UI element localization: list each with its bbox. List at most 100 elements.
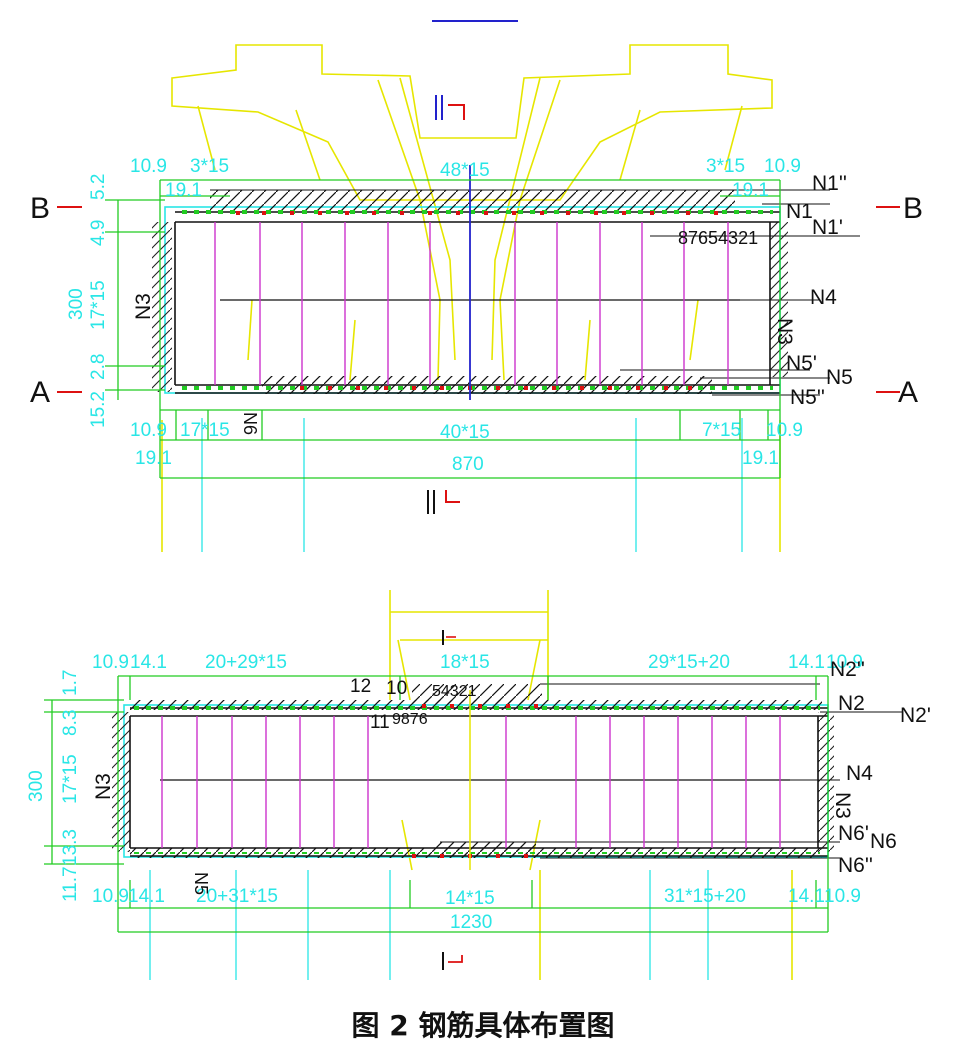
hatch-top-N2pp xyxy=(412,684,542,704)
hatch-top-N2 xyxy=(130,700,822,710)
green-dots-top xyxy=(175,210,773,218)
label-bar-9876: 9876 xyxy=(392,711,428,728)
hatch-left-N3-b xyxy=(112,712,130,852)
stirrups xyxy=(214,222,729,385)
dim-bot-1: 17*15 xyxy=(180,420,230,441)
b-dim-top-3: 18*15 xyxy=(440,652,490,673)
b-dim-left-1: 8.3 xyxy=(60,710,81,736)
dim-bot2-2: 19.1 xyxy=(742,448,779,469)
b-dim-bot2-0: 1230 xyxy=(450,912,492,933)
red-bar-dots-bottom xyxy=(412,704,538,858)
dim-left-0: 4.9 xyxy=(88,220,109,246)
b-dim-bot-0: 10.9 xyxy=(92,886,129,907)
label-N4: N4 xyxy=(810,286,837,309)
label-N1: N1 xyxy=(786,200,813,223)
label-bar-numbers: 87654321 xyxy=(678,228,758,248)
b-dim-bot-2: 20+31*15 xyxy=(196,886,278,907)
b-dim-top-1: 14.1 xyxy=(130,652,167,673)
label-N6-top: N6 xyxy=(240,412,260,435)
label-N1pp: N1'' xyxy=(812,172,847,195)
cyan-ref-lines-bottom xyxy=(149,870,709,980)
section-B-left: B xyxy=(30,192,50,225)
label-N3-left: N3 xyxy=(132,293,155,320)
bottom-view: 10.9 14.1 20+29*15 18*15 29*15+20 14.1 1… xyxy=(26,590,931,980)
b-dim-left-5: 11.7 xyxy=(60,866,81,902)
section-AB-ticks xyxy=(57,206,900,393)
label-N6p: N6' xyxy=(838,822,869,845)
label-bar-12: 12 xyxy=(350,676,371,697)
section-B-right: B xyxy=(903,192,923,225)
green-dots-bottom-b xyxy=(130,852,820,858)
hatch-top-N1pp xyxy=(210,190,735,212)
label-bar-10: 10 xyxy=(386,678,407,699)
green-dots-bottom xyxy=(175,384,773,392)
dim-bot-2: 40*15 xyxy=(440,422,490,443)
section-mark-bottom xyxy=(427,490,460,514)
label-N3-right: N3 xyxy=(773,318,796,345)
label-N4-b: N4 xyxy=(846,762,873,785)
b-dim-top-5: 14.1 xyxy=(788,652,825,673)
b-dim-bot-1: 14.1 xyxy=(128,886,165,907)
rebar-lines xyxy=(174,189,860,396)
b-dim-left-2: 300 xyxy=(26,770,47,802)
beam-outline-bottom xyxy=(123,704,829,858)
label-N1p: N1' xyxy=(812,216,843,239)
pier-outline xyxy=(161,44,781,552)
label-N5pp: N5'' xyxy=(790,386,825,409)
b-dim-top-0: 10.9 xyxy=(92,652,129,673)
dim-top-2: 48*15 xyxy=(440,160,490,181)
dim-top-3: 3*15 xyxy=(706,156,745,177)
b-dim-bot-3: 14*15 xyxy=(445,888,495,909)
dim-bot2-1: 870 xyxy=(452,454,484,475)
b-dim-top-6: 10.9 xyxy=(826,652,863,673)
dim-lines-top xyxy=(105,179,781,479)
hatch-right-N3-b xyxy=(818,712,834,852)
b-dim-left-3: 17*15 xyxy=(60,754,81,804)
label-N5: N5 xyxy=(826,366,853,389)
label-N3-left-b: N3 xyxy=(92,773,115,800)
section-mark-top xyxy=(435,95,465,120)
top-view: B B A A 10.9 3*15 48*15 3*15 10.9 19.1 1… xyxy=(30,20,923,552)
b-dim-bot-5: 14.1 xyxy=(788,886,825,907)
section-I-marks xyxy=(442,630,463,970)
label-bar-54321: 54321 xyxy=(432,683,477,700)
section-A-right: A xyxy=(898,376,918,409)
b-dim-top-4: 29*15+20 xyxy=(648,652,730,673)
b-dim-bot-6: 10.9 xyxy=(824,886,861,907)
dim-left-2: 300 xyxy=(66,288,87,320)
dim-top2-1: 19.1 xyxy=(732,180,769,201)
dim-left-5: 15.2 xyxy=(88,391,109,428)
dim-top-4: 10.9 xyxy=(764,156,801,177)
label-N6: N6 xyxy=(870,830,897,853)
label-N2: N2 xyxy=(838,692,865,715)
b-dim-left-4: 13.3 xyxy=(60,829,81,866)
stirrups-bottom xyxy=(161,716,781,848)
hatch-left-N3 xyxy=(152,222,172,392)
section-A-left: A xyxy=(30,376,50,409)
dim-left-1: 5.2 xyxy=(88,174,109,200)
dim-top2-0: 19.1 xyxy=(165,180,202,201)
dim-left-3: 17*15 xyxy=(88,280,109,330)
dim-bot-3: 7*15 xyxy=(702,420,741,441)
label-N5p: N5' xyxy=(786,352,817,375)
label-N3-right-b: N3 xyxy=(831,792,854,819)
b-dim-left-0: 1.7 xyxy=(60,670,81,696)
dim-bot2-0: 19.1 xyxy=(135,448,172,469)
dim-top-0: 10.9 xyxy=(130,156,167,177)
dim-top-1: 3*15 xyxy=(190,156,229,177)
red-bar-dots xyxy=(236,211,718,390)
b-dim-top-2: 20+29*15 xyxy=(205,652,287,673)
label-N2p: N2' xyxy=(900,704,931,727)
green-dots-top-b xyxy=(130,706,820,712)
dim-bot-4: 10.9 xyxy=(766,420,803,441)
dim-lines-bottom xyxy=(44,675,829,933)
label-N6pp: N6'' xyxy=(838,854,873,877)
label-N2pp: N2'' xyxy=(830,658,865,681)
label-bar-11: 11 xyxy=(370,712,390,733)
dim-left-4: 2.8 xyxy=(88,354,109,380)
label-N5-b: N5 xyxy=(191,872,211,895)
b-dim-bot-4: 31*15+20 xyxy=(664,886,746,907)
figure-caption: 图 2 钢筋具体布置图 xyxy=(351,1009,615,1042)
dim-bot-0: 10.9 xyxy=(130,420,167,441)
